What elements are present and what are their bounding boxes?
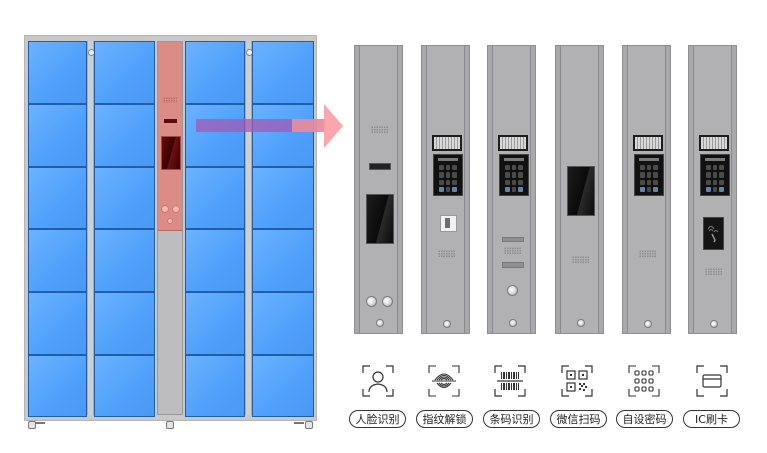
button-icon <box>382 296 393 307</box>
feature-label-password: 自设密码 <box>616 410 673 428</box>
speaker-grille-icon <box>371 126 389 134</box>
camera-icon <box>164 119 177 123</box>
keypad <box>499 154 529 196</box>
locker-door <box>28 41 87 104</box>
arrow-shaft-tip <box>292 119 325 132</box>
lock-knob-icon <box>710 320 718 328</box>
panel-fingerprint <box>421 45 470 334</box>
locker-door <box>185 355 245 417</box>
locker-door <box>185 167 245 229</box>
lock-knob-icon <box>376 319 384 327</box>
locker-door <box>28 355 87 417</box>
locker-cabinet <box>24 35 317 421</box>
lock-knob-icon <box>644 320 652 328</box>
keypad-icon <box>628 365 660 397</box>
keypad <box>634 154 664 196</box>
locker-door <box>94 41 155 104</box>
button-icon <box>366 296 377 307</box>
feature-label-ic-card: IC刷卡 <box>683 410 740 428</box>
frame-post <box>87 41 95 415</box>
locker-column-2 <box>94 41 155 417</box>
camera-icon <box>369 163 391 170</box>
speaker-grille-icon <box>438 250 456 258</box>
locker-door <box>252 229 314 292</box>
locker-column-3 <box>185 41 245 417</box>
receipt-printer <box>498 135 528 151</box>
button-icon <box>507 285 518 296</box>
nfc-icon <box>707 226 719 243</box>
arrow-right-icon <box>324 104 343 148</box>
cabinet-foot <box>166 421 174 429</box>
locker-door <box>94 229 155 292</box>
locker-door <box>94 292 155 355</box>
lock-knob-icon <box>509 319 517 327</box>
qr-code-icon <box>561 365 593 397</box>
control-panel-highlight <box>158 42 182 231</box>
touch-screen <box>161 136 181 170</box>
locker-door <box>28 167 87 229</box>
feature-label-barcode: 条码识别 <box>483 410 540 428</box>
locker-door <box>185 292 245 355</box>
touch-screen <box>567 166 595 216</box>
locker-door <box>252 167 314 229</box>
lock-knob-icon <box>167 218 173 224</box>
receipt-printer <box>699 135 729 151</box>
keypad <box>700 154 730 196</box>
touch-screen <box>366 194 394 244</box>
locker-door <box>28 292 87 355</box>
locker-door <box>185 104 245 167</box>
speaker-grille-icon <box>163 97 177 103</box>
locker-column-1 <box>28 41 87 417</box>
locker-door <box>94 355 155 417</box>
feature-label-face-recognition: 人脸识别 <box>349 410 406 428</box>
button-icon <box>161 205 169 213</box>
cabinet-foot <box>28 421 36 429</box>
locker-door <box>28 104 87 167</box>
speaker-grille-icon <box>639 250 657 258</box>
lock-knob-icon <box>443 320 451 328</box>
locker-door <box>252 104 314 167</box>
cabinet-foot-bar <box>294 422 304 424</box>
panel-face-recognition <box>354 45 403 334</box>
barcode-icon <box>494 365 526 397</box>
frame-post <box>245 41 253 415</box>
locker-door <box>252 41 314 104</box>
receipt-printer <box>633 135 663 151</box>
speaker-grille-icon <box>705 268 723 276</box>
cabinet-foot <box>305 421 313 429</box>
scanner-slot <box>502 262 524 268</box>
fingerprint-reader <box>440 215 457 232</box>
ic-card-icon <box>696 365 728 397</box>
keypad <box>433 154 463 196</box>
face-recognition-icon <box>362 365 394 397</box>
panel-password <box>622 45 671 334</box>
ic-card-reader <box>703 217 724 250</box>
locker-door <box>94 104 155 167</box>
locker-door <box>252 292 314 355</box>
locker-door <box>28 229 87 292</box>
locker-column-4 <box>252 41 314 417</box>
locker-door <box>185 41 245 104</box>
panel-barcode <box>487 45 536 334</box>
receipt-printer <box>432 135 462 151</box>
fingerprint-icon <box>428 365 460 397</box>
panel-ic-card <box>688 45 737 334</box>
button-icon <box>172 205 180 213</box>
feature-label-wechat-scan: 微信扫码 <box>550 410 607 428</box>
locker-door <box>185 229 245 292</box>
speaker-grille-icon <box>504 247 522 255</box>
control-column <box>157 41 183 415</box>
speaker-grille-icon <box>572 256 590 264</box>
locker-door <box>94 167 155 229</box>
feature-label-fingerprint: 指纹解锁 <box>416 410 473 428</box>
lock-knob-icon <box>577 319 585 327</box>
barcode-slot <box>502 237 524 242</box>
cabinet-foot-bar <box>35 422 45 424</box>
locker-door <box>252 355 314 417</box>
panel-wechat-scan <box>555 45 604 334</box>
